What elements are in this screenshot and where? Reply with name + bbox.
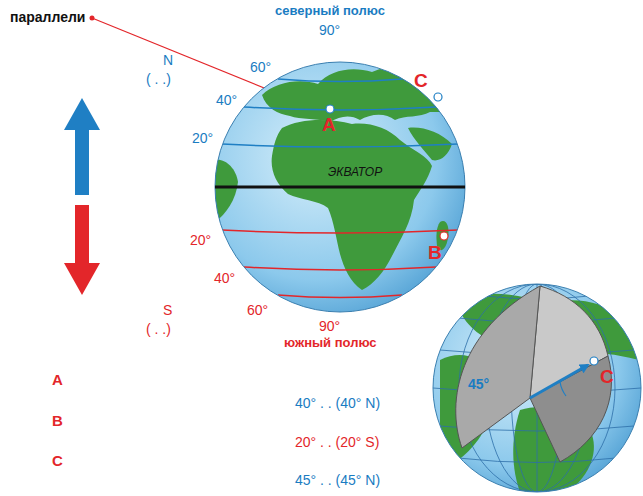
pole-name: северный полюс [275,4,385,19]
point-marker-label: C [600,366,614,388]
callout-label: параллели [10,9,85,25]
latitude-value: 20° [192,130,213,146]
globe-cutaway [433,284,642,492]
latitude-value: 40° [214,270,235,286]
equator-label: ЭКВАТОР [328,166,382,180]
latitude-value: 40° [216,92,237,108]
point-name: C [52,452,63,469]
direction-label: ( . .) [146,321,171,337]
direction-label: ( . .) [146,71,171,87]
coordinate-note: 20° . . (20° S) [295,434,379,450]
globe [215,62,465,312]
point-marker-label: A [322,114,336,136]
angle-label: 45° [468,376,489,392]
point-name: A [52,371,63,388]
latitude-value: 90° [319,22,340,38]
pole-name: южный полюс [284,336,377,351]
coordinate-note: 40° . . (40° N) [295,395,380,411]
direction-arrows [64,98,100,295]
direction-label: S [163,302,172,318]
point-marker-label: C [414,70,428,92]
point-name: B [52,412,63,429]
latitude-value: 90° [319,318,340,334]
direction-label: N [163,52,173,68]
latitude-value: 60° [250,59,271,75]
point-marker-label: B [428,242,442,264]
coordinate-note: 45° . . (45° N) [295,472,380,488]
latitude-value: 20° [190,232,211,248]
latitude-value: 60° [247,302,268,318]
